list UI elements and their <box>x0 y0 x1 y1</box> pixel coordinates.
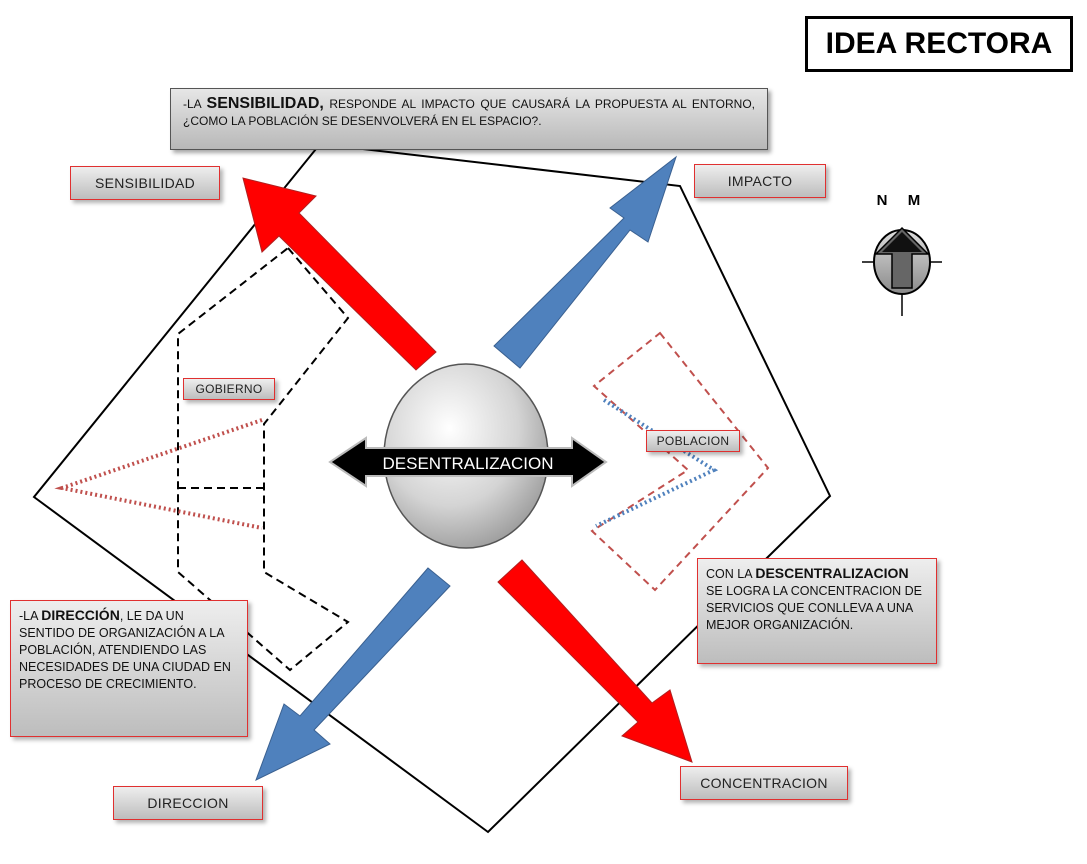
concentracion-label: CONCENTRACION <box>680 766 848 800</box>
concentracion-arrow <box>497 559 693 763</box>
sensibilidad-label: SENSIBILIDAD <box>70 166 220 200</box>
page-title: IDEA RECTORA <box>805 16 1073 72</box>
poblacion-label: POBLACION <box>646 430 740 452</box>
compass-magnetic-label: M <box>908 192 921 209</box>
gobierno-zone-outline <box>177 246 350 672</box>
impacto-arrow <box>493 155 677 369</box>
impacto-label: IMPACTO <box>694 164 826 198</box>
compass-icon <box>862 226 942 316</box>
gobierno-dotted-chevron <box>54 418 263 530</box>
site-diamond-outline <box>32 142 832 834</box>
desentralizacion-double-arrow <box>328 436 608 488</box>
direccion-arrow <box>255 567 451 781</box>
poblacion-zone-outline <box>590 331 770 592</box>
gobierno-label: GOBIERNO <box>183 378 275 400</box>
direccion-note: -LA DIRECCIÓN, LE DA UN SENTIDO DE ORGAN… <box>10 600 248 737</box>
sensibilidad-arrow <box>242 177 437 371</box>
sensibilidad-note: -LA SENSIBILIDAD, RESPONDE AL IMPACTO QU… <box>170 88 768 150</box>
poblacion-dotted-chevron <box>595 398 719 528</box>
compass-north-label: N <box>877 192 888 209</box>
center-label: DESENTRALIZACION <box>383 454 554 473</box>
descentralizacion-note: CON LA DESCENTRALIZACION SE LOGRA LA CON… <box>697 558 937 664</box>
direccion-label: DIRECCION <box>113 786 263 820</box>
